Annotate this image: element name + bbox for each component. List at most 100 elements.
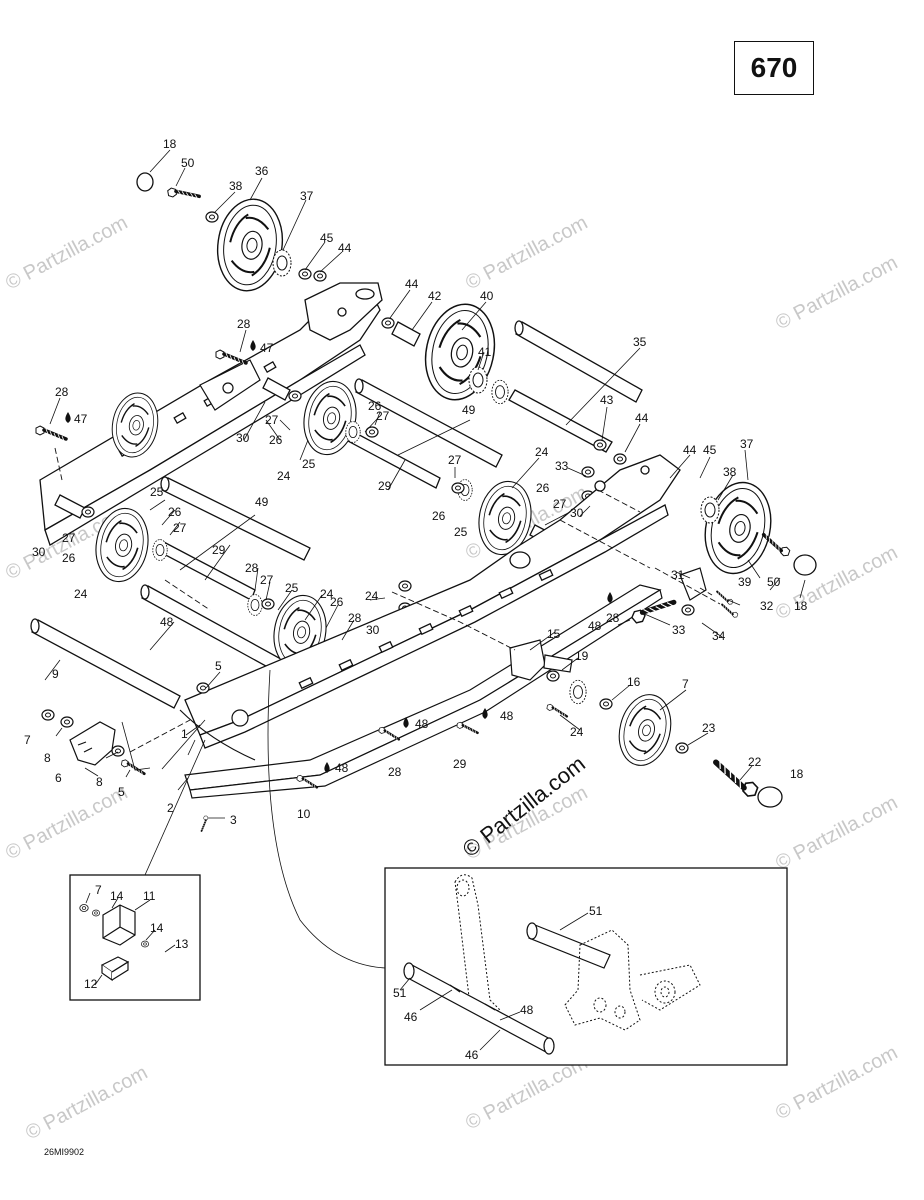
callout: 37 — [300, 189, 314, 203]
watermark: © Partzilla.com — [2, 212, 131, 295]
slide-rail — [179, 584, 663, 799]
callout: 13 — [175, 937, 189, 951]
callout: 30 — [32, 545, 46, 559]
drawing-code: 26MI9902 — [44, 1147, 85, 1157]
callout: 48 — [588, 619, 602, 633]
callout: 44 — [635, 411, 649, 425]
callout: 24 — [570, 725, 584, 739]
callout: 27 — [553, 497, 567, 511]
callout: 30 — [570, 506, 584, 520]
callout: 3 — [230, 813, 237, 827]
callout: 46 — [465, 1048, 479, 1062]
callout: 29 — [378, 479, 392, 493]
callout: 12 — [84, 977, 98, 991]
inset-linkage-detail — [384, 867, 788, 1066]
right-rail — [184, 454, 681, 749]
callout: 24 — [535, 445, 549, 459]
watermark: © Partzilla.com — [22, 1062, 151, 1145]
callout: 26 — [168, 505, 182, 519]
callout: 51 — [589, 904, 603, 918]
callout: 48 — [500, 709, 514, 723]
callout: 1 — [181, 727, 188, 741]
callout: 36 — [255, 164, 269, 178]
callout: 32 — [760, 599, 774, 613]
callout: 44 — [338, 241, 352, 255]
callout: 26 — [432, 509, 446, 523]
callout: 27 — [260, 573, 274, 587]
end-caps — [136, 172, 817, 808]
callout: 18 — [163, 137, 177, 151]
callout: 35 — [633, 335, 647, 349]
callout: 26 — [330, 595, 344, 609]
callout: 26 — [536, 481, 550, 495]
callout: 31 — [671, 568, 685, 582]
callout: 5 — [118, 785, 125, 799]
callout: 34 — [712, 629, 726, 643]
callout: 41 — [478, 345, 492, 359]
callout: 6 — [55, 771, 62, 785]
callout: 26 — [62, 551, 76, 565]
callout: 49 — [462, 403, 476, 417]
callout: 46 — [404, 1010, 418, 1024]
callout: 24 — [74, 587, 88, 601]
callout: 28 — [237, 317, 251, 331]
callout: 8 — [44, 751, 51, 765]
callout: 7 — [682, 677, 689, 691]
callout: 38 — [723, 465, 737, 479]
callout: 45 — [703, 443, 717, 457]
callout: 27 — [448, 453, 462, 467]
page-number: 670 — [750, 52, 798, 83]
callout: 11 — [143, 889, 156, 903]
callout: 28 — [55, 385, 69, 399]
left-side-plate — [199, 359, 261, 411]
callout: 7 — [24, 733, 31, 747]
inset-stopper-detail — [69, 874, 201, 1001]
callout: 23 — [702, 721, 716, 735]
callout: 28 — [348, 611, 362, 625]
cross-shafts — [30, 320, 643, 709]
callout: 24 — [365, 589, 379, 603]
callout: 7 — [95, 883, 102, 897]
callout: 30 — [236, 431, 250, 445]
callout: 28 — [388, 765, 402, 779]
callout: 25 — [454, 525, 468, 539]
callout: 16 — [627, 675, 641, 689]
callout: 50 — [181, 156, 195, 170]
callout: 27 — [376, 409, 390, 423]
watermark: © Partzilla.com — [772, 792, 901, 875]
callout: 48 — [520, 1003, 534, 1017]
rear-bracket-plate — [304, 282, 383, 341]
callout: 10 — [297, 807, 311, 821]
callout: 19 — [575, 649, 589, 663]
callout: 43 — [600, 393, 614, 407]
callout: 47 — [74, 412, 88, 426]
callout: 51 — [393, 986, 407, 1000]
callout: 37 — [740, 437, 754, 451]
watermark: © Partzilla.com — [2, 782, 131, 865]
bracket-31 — [679, 567, 707, 601]
leader-lines — [44, 149, 806, 969]
callout: 27 — [173, 521, 187, 535]
idler-wheel-37-top — [210, 193, 290, 297]
callout: 14 — [110, 889, 124, 903]
callout: 39 — [738, 575, 752, 589]
callout: 44 — [405, 277, 419, 291]
callout: 49 — [255, 495, 269, 509]
callout: 48 — [415, 717, 429, 731]
callout-numbers: 18 50 36 38 37 45 44 44 42 40 41 35 43 4… — [24, 137, 808, 1062]
callout: 27 — [62, 531, 76, 545]
alignment-lines — [54, 447, 721, 753]
callout: 42 — [428, 289, 442, 303]
rail-stopper-5 — [69, 721, 116, 766]
callout: 5 — [215, 659, 222, 673]
callout: 2 — [167, 801, 174, 815]
callout: 26 — [368, 399, 382, 413]
callout: 50 — [767, 575, 781, 589]
callout: 40 — [480, 289, 494, 303]
idler-wheel-16 — [611, 688, 679, 772]
callout: 44 — [683, 443, 697, 457]
callout: 48 — [160, 615, 174, 629]
callout: 18 — [794, 599, 808, 613]
callout: 25 — [150, 485, 164, 499]
callout: 30 — [366, 623, 380, 637]
